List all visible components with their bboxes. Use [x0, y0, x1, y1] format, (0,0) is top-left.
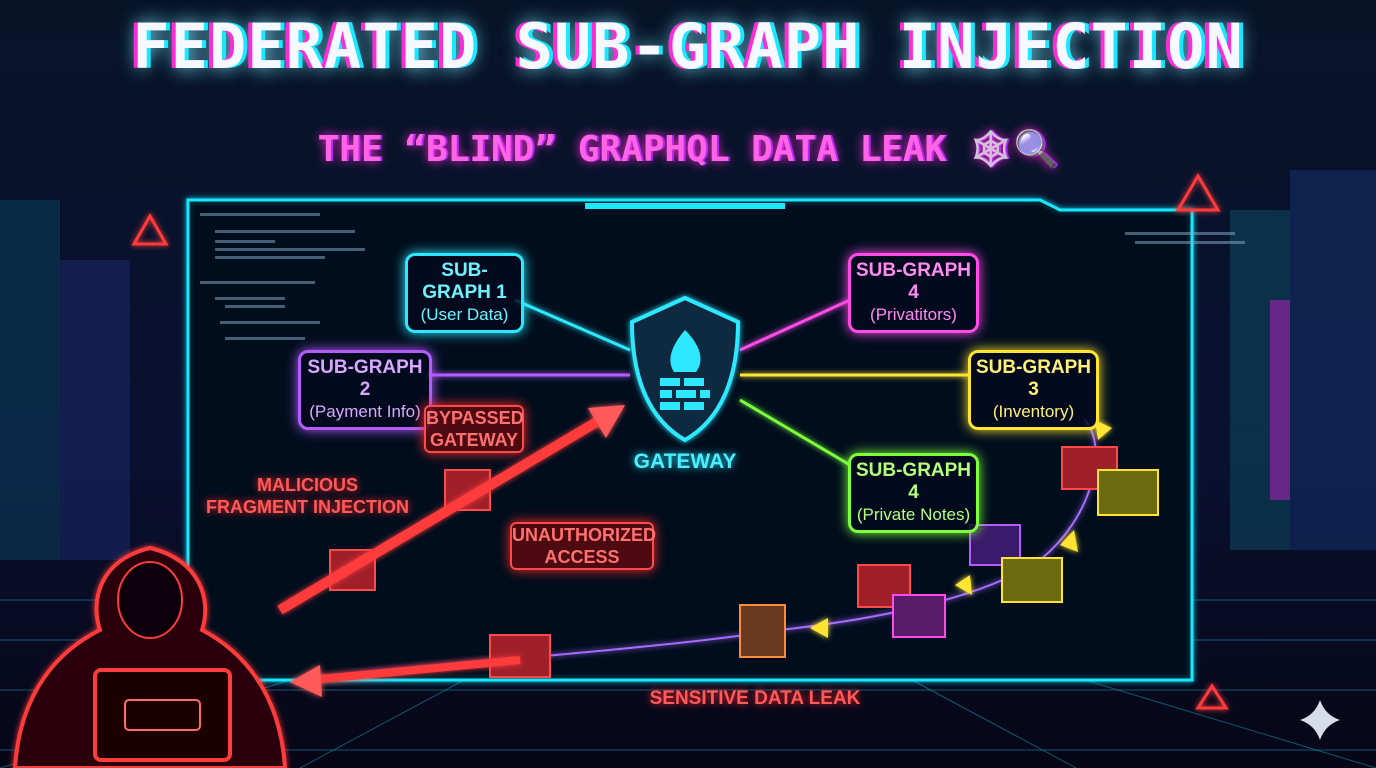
hacker-figure — [12, 545, 288, 768]
warning-icon — [131, 212, 169, 246]
sparkle-icon — [1300, 700, 1340, 740]
node-sub-graph-4-privatitors[interactable]: SUB-GRAPH 4 (Privatitors) — [848, 253, 979, 333]
node-sub-graph-2[interactable]: SUB-GRAPH 2 (Payment Info) — [298, 350, 432, 430]
warning-icon — [1195, 683, 1229, 710]
page-title: FEDERATED SUB-GRAPH INJECTION — [132, 10, 1244, 83]
subtitle-text: THE “BLIND” GRAPHQL DATA LEAK — [317, 129, 947, 170]
node-name: SUB-GRAPH 3 — [975, 357, 1092, 400]
keyboard-icon — [124, 699, 201, 731]
node-desc: (User Data) — [420, 305, 509, 324]
laptop-icon — [93, 668, 232, 762]
page-subtitle: THE “BLIND” GRAPHQL DATA LEAK 🕸🔍 — [0, 128, 1376, 170]
malicious-injection-label: MALICIOUS FRAGMENT INJECTION — [205, 475, 409, 517]
unauthorized-access-callout: UNAUTHORIZED ACCESS — [510, 522, 656, 570]
node-desc: (Payment Info) — [309, 402, 421, 421]
bypassed-gateway-callout: BYPASSED GATEWAY — [424, 405, 524, 453]
node-sub-graph-3[interactable]: SUB-GRAPH 3 (Inventory) — [968, 350, 1099, 430]
magnifying-glass-icon: 🔍 — [1013, 129, 1059, 170]
connections — [428, 298, 970, 467]
node-desc: (Inventory) — [992, 402, 1075, 421]
node-sub-graph-1[interactable]: SUB-GRAPH 1 (User Data) — [405, 253, 524, 333]
firewall-shield-icon — [629, 295, 741, 443]
node-desc: (Privatitors) — [870, 305, 957, 324]
code-snippet — [200, 213, 1245, 340]
warning-icon — [1175, 173, 1221, 212]
node-name: SUB-GRAPH 4 — [855, 460, 972, 503]
node-desc: (Private Notes) — [856, 505, 971, 524]
node-name: SUB-GRAPH 1 — [422, 260, 507, 303]
node-name: SUB-GRAPH 4 — [855, 260, 972, 303]
injection-arrow — [277, 405, 625, 697]
spider-web-icon: 🕸 — [967, 129, 1014, 170]
arrow-icons — [810, 420, 1112, 638]
city-buildings — [0, 170, 1376, 560]
node-sub-graph-4-private-notes[interactable]: SUB-GRAPH 4 (Private Notes) — [848, 453, 979, 533]
node-name: SUB-GRAPH 2 — [307, 357, 423, 400]
panel-accent — [585, 203, 785, 209]
sensitive-data-leak-label: SENSITIVE DATA LEAK — [649, 688, 861, 709]
panel-frame — [186, 198, 1194, 682]
gateway-label: GATEWAY — [633, 450, 737, 473]
